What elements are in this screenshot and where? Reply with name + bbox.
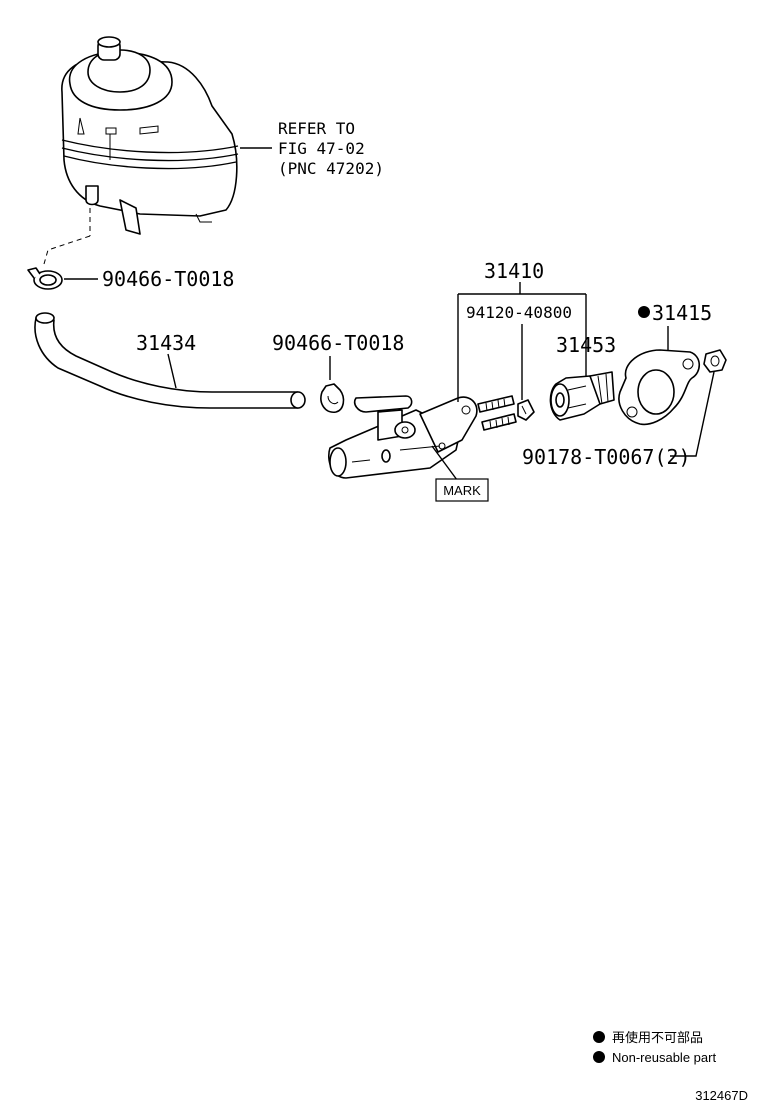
push-rod-boot[interactable] <box>549 371 615 421</box>
reservoir-tank[interactable] <box>61 36 239 235</box>
refer-text-line2: FIG 47-02 <box>278 139 365 158</box>
legend-japanese: 再使用不可部品 <box>612 1030 703 1046</box>
clutch-master-cylinder[interactable] <box>328 395 478 479</box>
callout-gasket: 31415 <box>652 301 712 325</box>
legend-dot-icon <box>593 1051 605 1063</box>
callout-clamp-lower: 90466-T0018 <box>272 331 404 355</box>
figure-id: 312467D <box>695 1088 748 1103</box>
gasket[interactable] <box>618 349 701 426</box>
legend-dot-icon <box>593 1031 605 1043</box>
leader-line <box>167 353 177 389</box>
callout-hose: 31434 <box>136 331 196 355</box>
callout-nut: 90178-T0067(2) <box>522 445 691 469</box>
flange-nut[interactable] <box>703 349 727 373</box>
refer-text-line1: REFER TO <box>278 119 355 138</box>
mark-label: MARK <box>443 483 481 498</box>
legend-english: Non-reusable part <box>612 1050 716 1065</box>
callout-boot: 31453 <box>556 333 616 357</box>
pushrod-bolts[interactable] <box>477 395 517 431</box>
leader-line <box>670 371 715 457</box>
callout-cylinder-assy: 31410 <box>484 259 544 283</box>
leader-line <box>431 445 461 485</box>
callout-clamp-upper: 90466-T0018 <box>102 267 234 291</box>
hose[interactable] <box>34 312 306 409</box>
callout-pin-kit: 94120-40800 <box>466 303 572 322</box>
hose-clamp-lower[interactable] <box>320 383 345 414</box>
non-reusable-mark-icon <box>638 306 650 318</box>
retaining-clip[interactable] <box>517 399 535 421</box>
bracket-line <box>457 282 587 402</box>
refer-text-line3: (PNC 47202) <box>278 159 384 178</box>
hose-clamp-upper[interactable] <box>27 267 63 290</box>
dashed-connection <box>43 235 91 265</box>
mark-label-box <box>435 478 489 502</box>
